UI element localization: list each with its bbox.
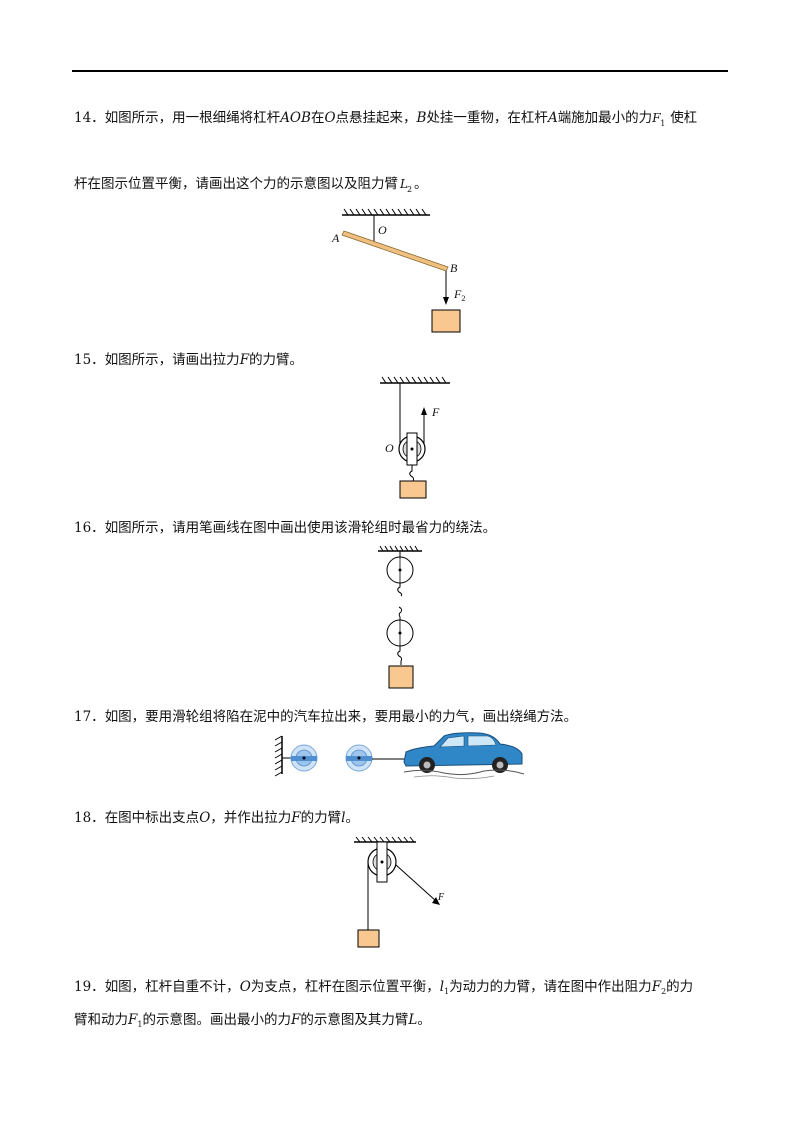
q19-line1: 19．如图，杠杆自重不计，O为支点，杠杆在图示位置平衡，l1为动力的力臂，请在图… [74, 979, 694, 996]
ceiling [380, 376, 450, 384]
F-arrow-head [432, 897, 440, 905]
fixed-pulley [367, 841, 397, 883]
F2-arrow-head [443, 297, 449, 305]
car [403, 732, 523, 773]
q15-figure: O F [380, 375, 450, 500]
label-B: B [450, 261, 458, 275]
q17-figure [274, 728, 526, 780]
q18-text: 18．在图中标出支点O，并作出拉力F的力臂l。 [74, 810, 359, 826]
F-arrow-head [421, 407, 427, 415]
q14-figure: A O B F2 [330, 205, 470, 340]
label-F2: F2 [454, 287, 466, 303]
lever-AOB [341, 230, 449, 272]
label-F: F [432, 405, 440, 419]
label-O: O [385, 441, 394, 455]
hook [409, 465, 415, 482]
fixed-hook [397, 583, 403, 597]
ceiling [378, 545, 422, 552]
weight-box [357, 929, 380, 948]
q15-text: 15．如图所示，请画出拉力F的力臂。 [74, 352, 304, 368]
movable-pulley [398, 432, 426, 466]
q16-figure [370, 545, 430, 695]
q16-text: 16．如图所示，请用笔画线在图中画出使用该滑轮组时最省力的绕法。 [74, 520, 497, 536]
fixed-pulley [290, 744, 318, 772]
q17-text: 17．如图，要用滑轮组将陷在泥中的汽车拉出来，要用最小的力气，画出绕绳方法。 [74, 709, 578, 725]
movable-pulley [386, 619, 414, 647]
weight-box [431, 309, 461, 333]
weight-box [388, 665, 414, 689]
label-O: O [378, 223, 387, 237]
movable-pulley [345, 744, 373, 772]
weight-box [399, 480, 427, 499]
label-A: A [332, 231, 340, 245]
ceiling [342, 208, 430, 216]
wall [274, 735, 283, 777]
rope-F [395, 864, 437, 902]
ceiling [354, 836, 416, 843]
movable-hook [398, 606, 403, 620]
q19-line2: 臂和动力F1的示意图。画出最小的力F的示意图及其力臂L。 [74, 1012, 431, 1029]
label-F: F [438, 892, 445, 903]
fixed-pulley [386, 556, 414, 584]
q14-line1: 14．如图所示，用一根细绳将杠杆AOB在O点悬挂起来，B处挂一重物，在杠杆A端施… [74, 110, 698, 128]
mud [403, 769, 525, 776]
q18-figure: F [350, 835, 460, 950]
load-hook [397, 646, 403, 665]
header-rule [72, 70, 728, 72]
